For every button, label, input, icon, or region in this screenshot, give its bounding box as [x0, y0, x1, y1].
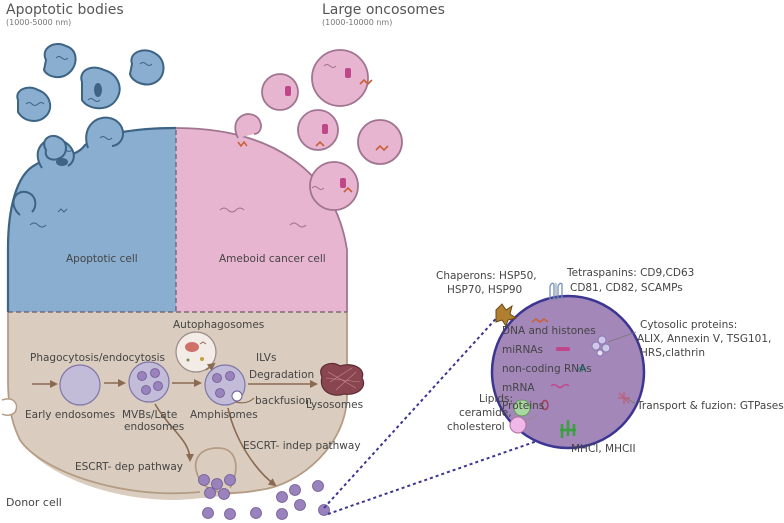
label-lipids-line1: Lipids: [479, 393, 513, 405]
exosome-vesicle [224, 474, 236, 486]
cancer-cell-outline [175, 127, 348, 312]
mhc-icon [560, 420, 576, 438]
label-lipids-line3: cholesterol [447, 421, 505, 433]
oncosome [261, 73, 299, 111]
apoptotic-body [16, 86, 52, 122]
exosome-vesicle [276, 508, 288, 520]
label-tetraspanins-line1: Tetraspanins: CD9,CD63 [566, 267, 694, 279]
gtpase-icon [618, 392, 630, 404]
ncrna-icon [577, 364, 587, 372]
label-escrt-dep: ESCRT- dep pathway [75, 461, 183, 473]
early-endosome [59, 364, 101, 406]
oncosome [357, 119, 403, 165]
apoptotic-body [43, 134, 67, 161]
exosome-vesicle [224, 508, 236, 520]
exosome-vesicle [289, 484, 301, 496]
oncosome [309, 161, 359, 211]
cancer-cell-buds [219, 113, 343, 228]
ceramide-lipid [513, 399, 531, 417]
label-chaperons-line2: HSP70, HSP90 [447, 284, 522, 296]
donor-cell-notch [1, 398, 18, 416]
mvb-late-endosome [128, 361, 170, 403]
label-amphisomes: Amphisomes [190, 409, 258, 421]
size-apoptotic-bodies: (1000-5000 nm) [6, 18, 71, 27]
tetraspanin-icon [549, 282, 563, 300]
label-ncrnas: non-coding RNAs [502, 363, 592, 375]
size-large-oncosomes: (1000-10000 nm) [322, 18, 392, 27]
title-large-oncosomes: Large oncosomes [322, 2, 445, 18]
pointer-transport [625, 397, 637, 405]
autophagosome [175, 331, 217, 373]
mvb-ilvs [137, 368, 163, 395]
oncosome [311, 49, 369, 107]
mrna-icon [550, 383, 570, 389]
exosome-vesicle [318, 504, 330, 516]
exosome-vesicle [218, 488, 230, 500]
label-dna-histones: DNA and histones [502, 325, 596, 337]
label-lysosomes: Lysosomes [306, 399, 363, 411]
large-oncosomes [261, 49, 403, 211]
cholesterol-lipid [509, 416, 527, 434]
label-apoptotic-cell: Apoptotic cell [66, 253, 138, 265]
exosome-vesicle [202, 507, 214, 519]
zoom-line-top [323, 311, 503, 509]
label-backfusion: backfusion [255, 395, 312, 407]
exosome-vesicle [312, 480, 324, 492]
cytosolic-protein-icon [591, 335, 611, 357]
arrow-backfusion [235, 397, 255, 404]
label-phagocytosis: Phagocytosis/endocytosis [30, 352, 165, 364]
lysosome-texture [325, 367, 361, 391]
chaperone-icon [495, 303, 518, 328]
lysosome [320, 362, 365, 396]
exosome-vesicle [294, 499, 306, 511]
arrow-escrt-indep [227, 407, 277, 487]
lipid-icons [509, 399, 541, 434]
released-exosomes [198, 474, 330, 520]
label-cytosolic-line1: Cytosolic proteins: [640, 319, 737, 331]
label-mhc: MHCI, MHCII [571, 443, 636, 455]
label-cytosolic-line3: HRS,clathrin [640, 347, 705, 359]
pointer-cytosolic [607, 331, 637, 343]
label-ilvs: ILVs [256, 352, 276, 364]
label-early-endosomes: Early endosomes [25, 409, 115, 421]
protein-icon [541, 399, 549, 411]
label-donor-cell: Donor cell [6, 496, 62, 509]
exosome-vesicle [198, 474, 210, 486]
label-transport: Transport & fuzion: GTPases [636, 400, 784, 412]
label-mvbs-line1: MVBs/Late [122, 409, 177, 421]
amphisome-contents [212, 371, 235, 398]
label-proteins: Proteins [502, 400, 544, 412]
exosome-vesicle [250, 507, 262, 519]
label-cytosolic-line2: ALIX, Annexin V, TSG101, [637, 333, 771, 345]
zoom-line-bottom [327, 439, 541, 515]
mirna-icon [556, 347, 570, 351]
label-autophagosomes: Autophagosomes [173, 319, 264, 331]
arrow-autophagosome-down [205, 362, 216, 371]
label-ameboid-cancer-cell: Ameboid cancer cell [219, 253, 326, 265]
apoptotic-body [128, 49, 165, 86]
label-lipids-line2: ceramide, [459, 407, 512, 419]
label-mirnas: miRNAs [502, 344, 543, 356]
label-tetraspanins-line2: CD81, CD82, SCAMPs [570, 282, 683, 294]
label-escrt-indep: ESCRT- indep pathway [243, 440, 361, 452]
arrow-escrt-dep [154, 403, 194, 462]
apoptotic-bodies [16, 42, 165, 161]
label-mrna: mRNA [502, 382, 535, 394]
exosome-vesicle [204, 487, 216, 499]
apoptotic-body [42, 42, 77, 78]
oncosome [297, 109, 339, 151]
exosome-vesicle [211, 478, 223, 490]
title-apoptotic-bodies: Apoptotic bodies [6, 2, 124, 18]
label-chaperons-line1: Chaperons: HSP50, [436, 270, 537, 282]
label-degradation: Degradation [249, 369, 314, 381]
dna-icon [531, 318, 549, 323]
label-mvbs-line2: endosomes [124, 421, 184, 433]
exosome-vesicle [276, 491, 288, 503]
